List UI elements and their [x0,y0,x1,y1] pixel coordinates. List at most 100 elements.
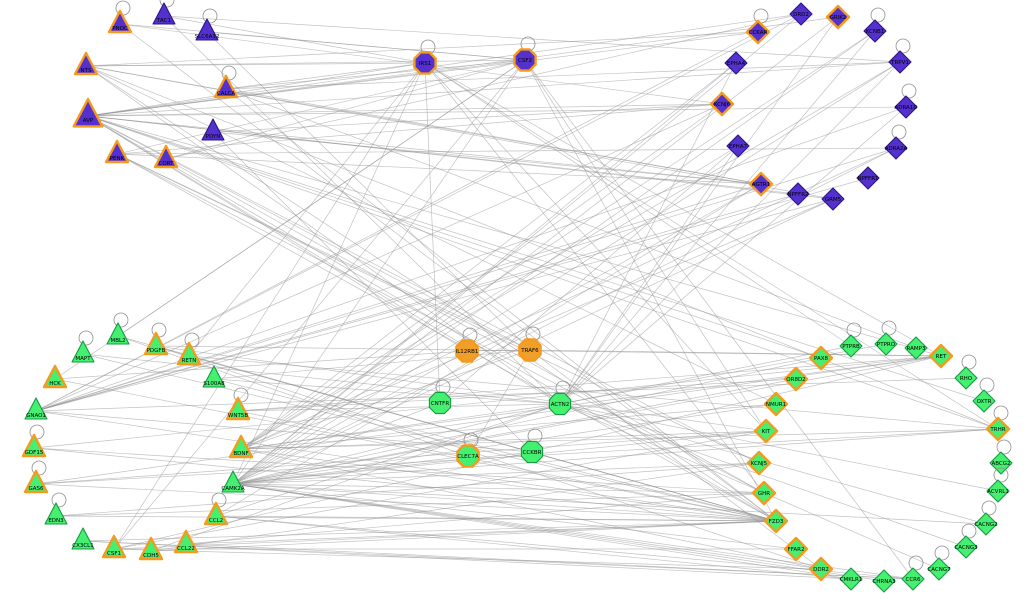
edge-PDYN-CCKBR [212,131,533,453]
node-CACNG2[interactable] [974,512,998,536]
node-RHO[interactable] [954,366,978,390]
node-OXTR[interactable] [972,389,996,413]
node-IRS1[interactable] [413,51,437,75]
self-loop-CACNG3 [961,523,977,539]
node-ACVRL1[interactable] [986,479,1010,503]
edge-layer [33,13,999,582]
node-OR8D2[interactable] [783,366,809,392]
node-GAS6[interactable] [23,469,49,494]
edge-PDYN-AGTR1 [212,131,762,185]
node-TRHR[interactable] [985,416,1011,442]
node-BDNF[interactable] [228,434,254,459]
edge-CAMK2A-CHRNA3 [232,483,885,582]
node-CDH5[interactable] [138,536,164,561]
edge-NTS-FZD3 [85,65,777,522]
edge-TAC1-ACTN2 [163,15,561,405]
node-DDR2[interactable] [808,556,834,582]
node-SLC6A12[interactable] [195,18,219,41]
node-CCL22[interactable] [173,529,199,554]
node-EDN3[interactable] [44,502,68,525]
edge-CAMK2A-KCNJ5 [232,462,760,485]
node-PDGFB[interactable] [143,331,169,356]
node-CLEC7A[interactable] [456,444,480,468]
node-NTS[interactable] [73,51,99,76]
edge-CCL2-CMKLR1 [215,515,852,580]
node-CNTFR[interactable] [428,391,452,415]
node-GNAO1[interactable] [24,397,48,420]
node-CHRNA3[interactable] [872,569,896,593]
edge-CSF1-KIT [113,430,767,550]
node-PAX8[interactable] [808,345,834,371]
node-EPHA7[interactable] [726,134,750,158]
node-ACTN2[interactable] [548,392,572,416]
node-ADRA2A[interactable] [884,136,908,160]
node-CX3CL1[interactable] [71,527,95,550]
edge-CNTFR-IRS1 [424,62,441,404]
self-loop-CCKAR [753,8,769,24]
node-CMKLR1[interactable] [839,567,863,591]
node-AGTR1[interactable] [748,171,774,197]
edge-AVP-IRS1 [87,62,426,117]
node-GRIK2[interactable] [825,4,851,30]
edge-BDNF-ACTN2 [240,403,561,450]
edge-NTS-CCKAR [85,31,759,67]
node-KCNJ5[interactable] [746,450,772,476]
node-CCR6[interactable] [901,567,925,591]
edge-ACTN2-CACNG2 [559,403,987,525]
node-S100A8[interactable] [202,365,226,388]
node-IL12RB1[interactable] [455,339,479,363]
edge-AVP-DRD2 [87,13,802,117]
node-HCK[interactable] [42,364,68,389]
self-loop-ACVRL1 [993,467,1009,483]
node-CSF1[interactable] [101,534,127,559]
node-GRM5[interactable] [821,187,845,211]
node-AVP[interactable] [72,97,104,128]
node-GDF15[interactable] [21,433,47,458]
node-PENK[interactable] [104,139,130,164]
node-NMUR1[interactable] [763,391,789,417]
edge-IRS1-TRHR [424,62,999,430]
node-CCL2[interactable] [203,501,229,526]
node-TRAF6[interactable] [518,338,542,362]
node-CSF2[interactable] [513,48,537,72]
edge-CSF1-DDR2 [113,548,822,570]
node-CACNG7[interactable] [927,557,951,581]
edge-ADRA1D-ACTN2 [559,106,907,405]
node-TAC1[interactable] [152,2,176,25]
node-WNT5B[interactable] [225,396,251,421]
node-CACNG3[interactable] [954,535,978,559]
node-RAMP3[interactable] [904,336,928,360]
node-TRPV1[interactable] [888,50,912,74]
node-FZD3[interactable] [763,508,789,534]
node-EPHA4[interactable] [724,51,748,75]
node-GHR[interactable] [751,480,777,506]
edge-AVP-ADRA1D [87,106,907,117]
edge-GNAO1-NPFFR2 [35,193,799,412]
node-KCNJ6[interactable] [709,91,735,117]
node-ADRA1D[interactable] [894,95,918,119]
node-FFAR2[interactable] [783,536,809,562]
node-CCKAR[interactable] [745,19,771,45]
node-CORT[interactable] [153,144,179,169]
self-loop-TAC1 [159,0,175,8]
node-DRD2[interactable] [789,2,813,26]
node-CAMK2A[interactable] [221,470,245,493]
node-ABCG2[interactable] [989,451,1013,475]
self-loop-TRHR [993,405,1009,421]
node-KIT[interactable] [753,418,779,444]
node-MAPT[interactable] [71,340,95,363]
node-RETN[interactable] [176,341,202,366]
node-NPFFR2[interactable] [786,182,810,206]
node-NPFFR1[interactable] [856,166,880,190]
node-PNOC[interactable] [107,9,133,34]
node-CALCA[interactable] [213,74,239,99]
node-KCNB1[interactable] [863,19,887,43]
node-PTPRB[interactable] [839,334,863,358]
node-PTPRO[interactable] [874,332,898,356]
edge-WNT5B-OR8D2 [237,378,797,412]
node-CCKBR[interactable] [520,440,544,464]
node-PDYN[interactable] [201,118,225,141]
node-RET[interactable] [928,343,954,369]
node-MBL2[interactable] [106,322,130,345]
